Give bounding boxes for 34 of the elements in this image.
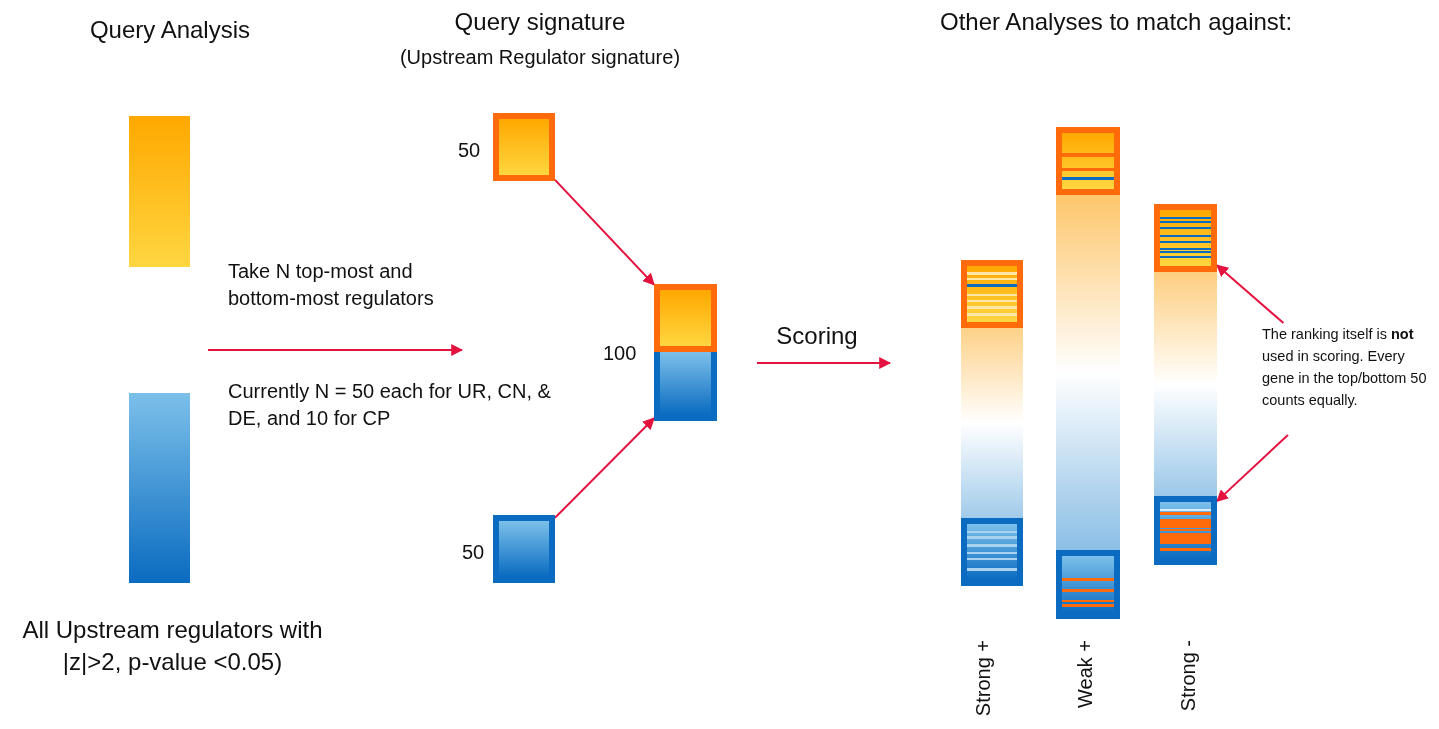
ranked-block [493, 515, 555, 583]
ranked-block [654, 352, 717, 421]
ranked-list-bar [1056, 127, 1120, 619]
note-text: The ranking itself is not used in scoring. Every gene in the top/bottom 50 counts equally. [1262, 323, 1434, 435]
arrow [554, 178, 655, 286]
section-heading: Query Analysis [88, 15, 252, 45]
arrow [1216, 434, 1289, 503]
ranked-list-bar [961, 260, 1023, 586]
ranked-block [961, 260, 1023, 328]
arrow [1216, 264, 1285, 324]
ranked-list-bar [1154, 204, 1217, 565]
section-heading: Query signature [453, 7, 627, 37]
ranked-block [1154, 496, 1217, 565]
column-label: Strong + [973, 640, 993, 717]
ranked-block [1056, 550, 1120, 619]
note-text: Take N top-most and bottom-most regulators [228, 259, 435, 311]
gradient-bar [129, 116, 190, 267]
ranked-block [1154, 204, 1217, 272]
caption-text: All Upstream regulators with |z|>2, p-value <0.05) [21, 615, 324, 678]
gradient-bar [129, 393, 190, 583]
section-heading: Other Analyses to match against: [940, 7, 1294, 37]
count-label: 100 [603, 341, 638, 366]
column-label: Weak + [1075, 640, 1095, 708]
count-label: 50 [458, 138, 481, 163]
ranked-block [654, 284, 717, 352]
count-label: 50 [462, 540, 485, 565]
ranked-block [961, 518, 1023, 586]
column-label: Strong - [1178, 640, 1198, 712]
ranked-block [493, 113, 555, 181]
subheading: (Upstream Regulator signature) [398, 45, 682, 70]
step-label: Scoring [775, 321, 859, 351]
arrow [554, 417, 655, 519]
note-text: Currently N = 50 each for UR, CN, & DE, and 10 for CP [228, 379, 552, 431]
ranked-block [1056, 127, 1120, 195]
